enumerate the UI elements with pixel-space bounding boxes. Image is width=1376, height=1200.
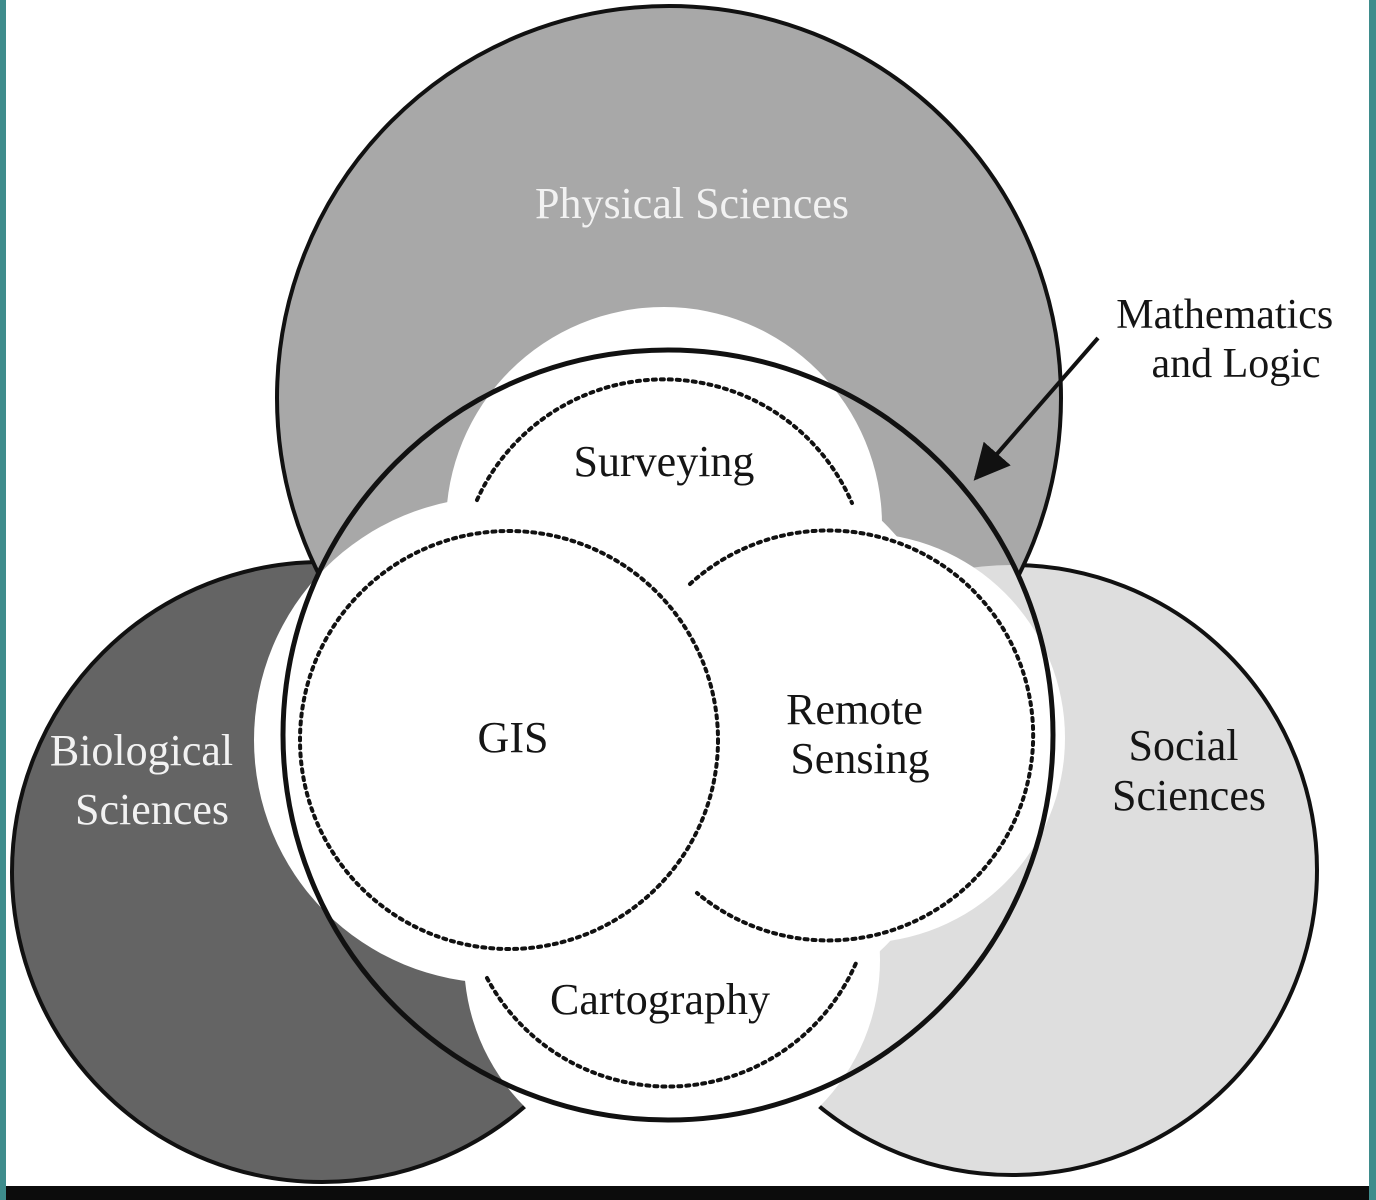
remote-sensing-line-1: Remote [786,685,923,734]
social-sciences-line-1: Social [1129,721,1239,770]
gis-label: GIS [478,713,549,762]
gis-dotted-circle [298,529,720,951]
biological-sciences-line-2: Sciences [75,785,229,834]
remote-sensing-line-2: Sensing [790,734,929,783]
remote-sensing-label: Remote Sensing [786,685,934,783]
cartography-dotted-arc [485,961,858,1089]
mathematics-logic-circle [280,347,1056,1123]
surveying-dotted-arc [475,377,854,505]
cartography-label: Cartography [550,975,770,1024]
mathematics-logic-line-1: Mathematics [1116,292,1333,338]
inner-white-region [254,307,1065,1168]
frame-left-edge [0,0,6,1200]
surveying-label: Surveying [574,437,755,486]
social-sciences-line-2: Sciences [1112,771,1266,820]
mathematics-logic-line-2: and Logic [1151,341,1320,387]
social-sciences-label: Social Sciences [1112,721,1266,820]
biological-sciences-line-1: Biological [50,726,233,775]
mathematics-logic-arrow [973,336,1100,481]
mathematics-logic-label: Mathematics and Logic [1116,292,1343,387]
remote-sensing-dotted-arc [688,528,1036,943]
frame-right-edge [1369,0,1376,1200]
physical-sciences-label: Physical Sciences [535,179,849,228]
biological-sciences-label: Biological Sciences [50,726,244,834]
